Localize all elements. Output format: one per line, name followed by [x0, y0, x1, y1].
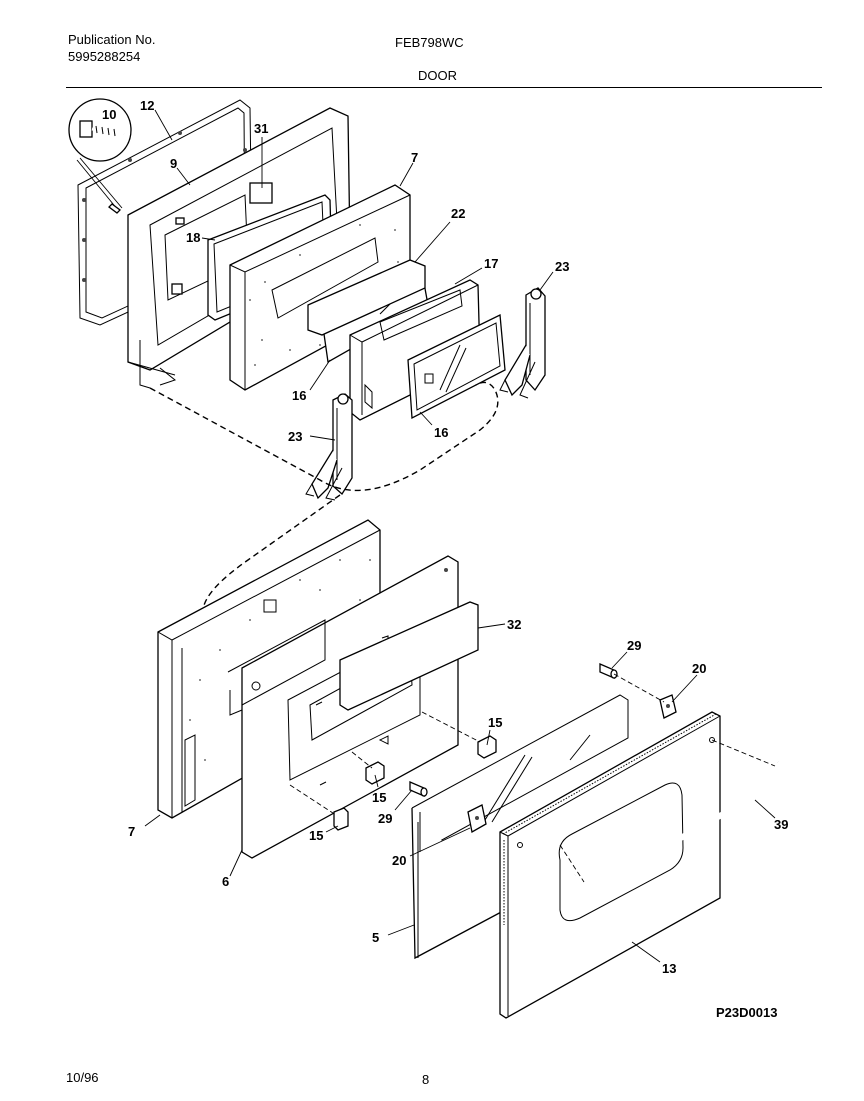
callout-15-a: 15 — [488, 715, 502, 730]
assembly-path-top — [149, 381, 499, 492]
callout-32: 32 — [507, 617, 521, 632]
callout-23-left: 23 — [288, 429, 302, 444]
door-handle — [559, 739, 791, 896]
section-title: DOOR — [418, 68, 457, 83]
callout-15-c: 15 — [309, 828, 323, 843]
outer-glass — [411, 694, 629, 960]
callout-22: 22 — [451, 206, 465, 221]
publication-number: 5995288254 — [68, 49, 141, 64]
glass-retainer — [307, 259, 426, 336]
assembly-line-4 — [613, 673, 665, 703]
header-rule — [66, 87, 822, 88]
callout-7-bottom: 7 — [128, 824, 135, 839]
callout-9: 9 — [170, 156, 177, 171]
page-number: 8 — [422, 1072, 430, 1087]
callout-7-top: 7 — [411, 150, 418, 165]
callout-17: 17 — [484, 256, 498, 271]
model-number: FEB798WC — [395, 35, 464, 50]
callout-23-right: 23 — [555, 259, 569, 274]
hinge-left — [305, 393, 353, 501]
callout-29-top: 29 — [627, 638, 641, 653]
callout-6: 6 — [222, 874, 229, 889]
callout-13: 13 — [662, 961, 676, 976]
footer-date: 10/96 — [66, 1070, 99, 1085]
callout-18: 18 — [186, 230, 200, 245]
callout-5: 5 — [372, 930, 379, 945]
outer-door-panel — [499, 711, 721, 1019]
callout-12: 12 — [140, 98, 154, 113]
callout-10: 10 — [102, 107, 116, 122]
callout-20-top: 20 — [692, 661, 706, 676]
callout-16-left: 16 — [292, 388, 306, 403]
handle-brackets — [467, 694, 677, 834]
screw-detail — [68, 98, 132, 214]
heat-shield — [339, 601, 479, 711]
callout-39: 39 — [774, 817, 788, 832]
figure-code: P23D0013 — [716, 1005, 778, 1020]
door-pins — [409, 663, 618, 797]
callout-16-right: 16 — [434, 425, 448, 440]
leader-lines — [144, 109, 776, 963]
publication-label: Publication No. — [68, 32, 156, 47]
assembly-line-2 — [351, 751, 373, 769]
hinge-right — [499, 287, 546, 399]
assembly-line-3 — [289, 784, 337, 816]
callout-15-b: 15 — [372, 790, 386, 805]
spacer-clips — [333, 735, 497, 831]
glass-panel-lower — [407, 314, 506, 420]
callout-20-bottom: 20 — [392, 853, 406, 868]
assembly-path-link — [202, 494, 341, 611]
callout-31: 31 — [254, 121, 268, 136]
callout-29-bottom: 29 — [378, 811, 392, 826]
assembly-line-1 — [421, 711, 481, 743]
